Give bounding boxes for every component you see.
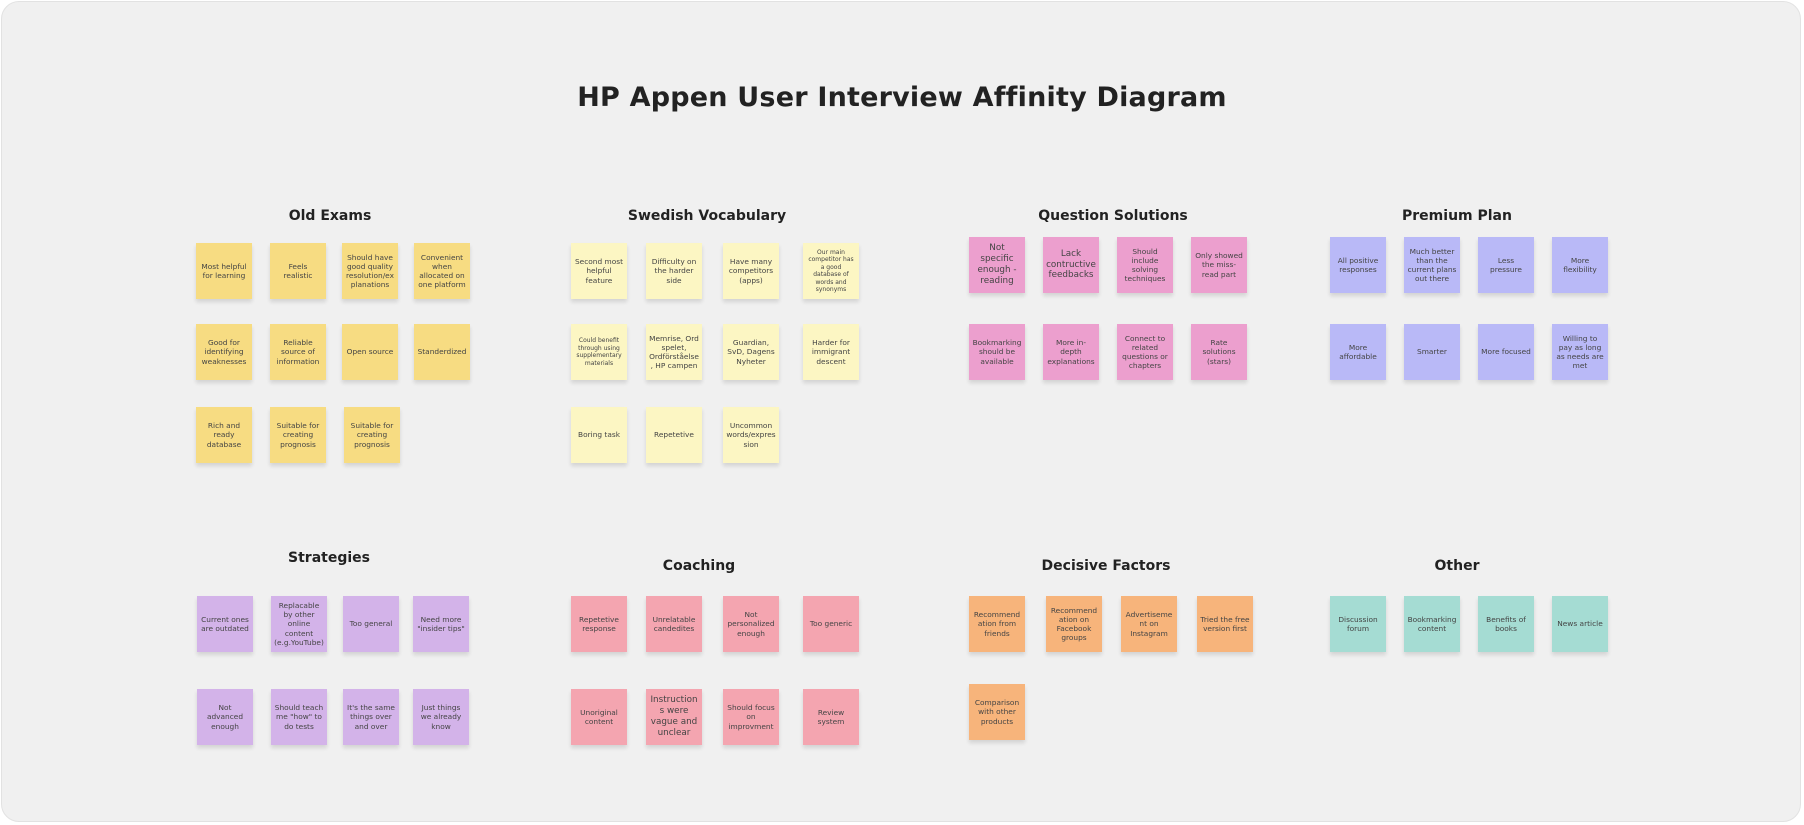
sticky-note[interactable]: More focused <box>1478 324 1534 380</box>
sticky-note[interactable]: Difficulty on the harder side <box>646 243 702 299</box>
sticky-note[interactable]: Convenient when allocated on one platfor… <box>414 243 470 299</box>
sticky-note[interactable]: Should include solving techniques <box>1117 237 1173 293</box>
sticky-note[interactable]: Bookmarking should be available <box>969 324 1025 380</box>
sticky-note[interactable]: Not personalized enough <box>723 596 779 652</box>
sticky-note[interactable]: Should have good quality resolution/expl… <box>342 243 398 299</box>
group-title-coaching: Coaching <box>662 558 736 574</box>
sticky-note[interactable]: Open source <box>342 324 398 380</box>
sticky-note[interactable]: Current ones are outdated <box>197 596 253 652</box>
sticky-note[interactable]: Benefits of books <box>1478 596 1534 652</box>
sticky-note[interactable]: All positive responses <box>1330 237 1386 293</box>
sticky-note[interactable]: Suitable for creating prognosis <box>344 407 400 463</box>
sticky-note[interactable]: Harder for immigrant descent <box>803 324 859 380</box>
sticky-note[interactable]: Feels realistic <box>270 243 326 299</box>
sticky-note[interactable]: Need more "insider tips" <box>413 596 469 652</box>
sticky-note[interactable]: Only showed the miss-read part <box>1191 237 1247 293</box>
sticky-note[interactable]: Most helpful for learning <box>196 243 252 299</box>
sticky-note[interactable]: More in-depth explanations <box>1043 324 1099 380</box>
sticky-note[interactable]: Memrise, Ord spelet, Ordförståelse, HP c… <box>646 324 702 380</box>
sticky-note[interactable]: Recommendation from friends <box>969 596 1025 652</box>
group-title-decisive-factors: Decisive Factors <box>1041 558 1171 574</box>
group-title-question-solutions: Question Solutions <box>1038 208 1188 224</box>
sticky-note[interactable]: Tried the free version first <box>1197 596 1253 652</box>
sticky-note[interactable]: Rate solutions (stars) <box>1191 324 1247 380</box>
sticky-note[interactable]: Willing to pay as long as needs are met <box>1552 324 1608 380</box>
sticky-note[interactable]: Recommendation on Facebook groups <box>1046 596 1102 652</box>
sticky-note[interactable]: Our main competitor has a good database … <box>803 243 859 299</box>
sticky-note[interactable]: Unrelatable candedites <box>646 596 702 652</box>
sticky-note[interactable]: Reliable source of information <box>270 324 326 380</box>
sticky-note[interactable]: Lack contructive feedbacks <box>1043 237 1099 293</box>
sticky-note[interactable]: Just things we already know <box>413 689 469 745</box>
sticky-note[interactable]: Second most helpful feature <box>571 243 627 299</box>
sticky-note[interactable]: Should focus on improvment <box>723 689 779 745</box>
sticky-note[interactable]: Review system <box>803 689 859 745</box>
sticky-note[interactable]: Less pressure <box>1478 237 1534 293</box>
sticky-note[interactable]: Repetetive <box>646 407 702 463</box>
sticky-note[interactable]: Bookmarking content <box>1404 596 1460 652</box>
sticky-note[interactable]: Unoriginal content <box>571 689 627 745</box>
sticky-note[interactable]: More flexibility <box>1552 237 1608 293</box>
sticky-note[interactable]: Should teach me "how" to do tests <box>271 689 327 745</box>
sticky-note[interactable]: Instructions were vague and unclear <box>646 689 702 745</box>
sticky-note[interactable]: Repetetive response <box>571 596 627 652</box>
diagram-title: HP Appen User Interview Affinity Diagram <box>577 82 1227 113</box>
group-title-other: Other <box>1434 558 1480 574</box>
group-title-strategies: Strategies <box>288 550 370 566</box>
sticky-note[interactable]: Connect to related questions or chapters <box>1117 324 1173 380</box>
sticky-note[interactable]: Have many competitors (apps) <box>723 243 779 299</box>
sticky-note[interactable]: Discussion forum <box>1330 596 1386 652</box>
sticky-note[interactable]: Guardian, SvD, Dagens Nyheter <box>723 324 779 380</box>
group-title-premium-plan: Premium Plan <box>1402 208 1512 224</box>
sticky-note[interactable]: Could benefit through using supplementar… <box>571 324 627 380</box>
sticky-note[interactable]: More affordable <box>1330 324 1386 380</box>
sticky-note[interactable]: Replacable by other online content (e.g.… <box>271 596 327 652</box>
sticky-note[interactable]: Not specific enough - reading <box>969 237 1025 293</box>
group-title-old-exams: Old Exams <box>288 208 372 224</box>
sticky-note[interactable]: Uncommon words/expression <box>723 407 779 463</box>
sticky-note[interactable]: Too generic <box>803 596 859 652</box>
sticky-note[interactable]: Too general <box>343 596 399 652</box>
sticky-note[interactable]: News article <box>1552 596 1608 652</box>
sticky-note[interactable]: Standerdized <box>414 324 470 380</box>
sticky-note[interactable]: Smarter <box>1404 324 1460 380</box>
sticky-note[interactable]: Comparison with other products <box>969 684 1025 740</box>
sticky-note[interactable]: Rich and ready database <box>196 407 252 463</box>
group-title-swedish-vocabulary: Swedish Vocabulary <box>627 208 787 224</box>
sticky-note[interactable]: Suitable for creating prognosis <box>270 407 326 463</box>
sticky-note[interactable]: It's the same things over and over <box>343 689 399 745</box>
sticky-note[interactable]: Not advanced enough <box>197 689 253 745</box>
sticky-note[interactable]: Good for identifying weaknesses <box>196 324 252 380</box>
sticky-note[interactable]: Advertisement on Instagram <box>1121 596 1177 652</box>
sticky-note[interactable]: Boring task <box>571 407 627 463</box>
sticky-note[interactable]: Much better than the current plans out t… <box>1404 237 1460 293</box>
